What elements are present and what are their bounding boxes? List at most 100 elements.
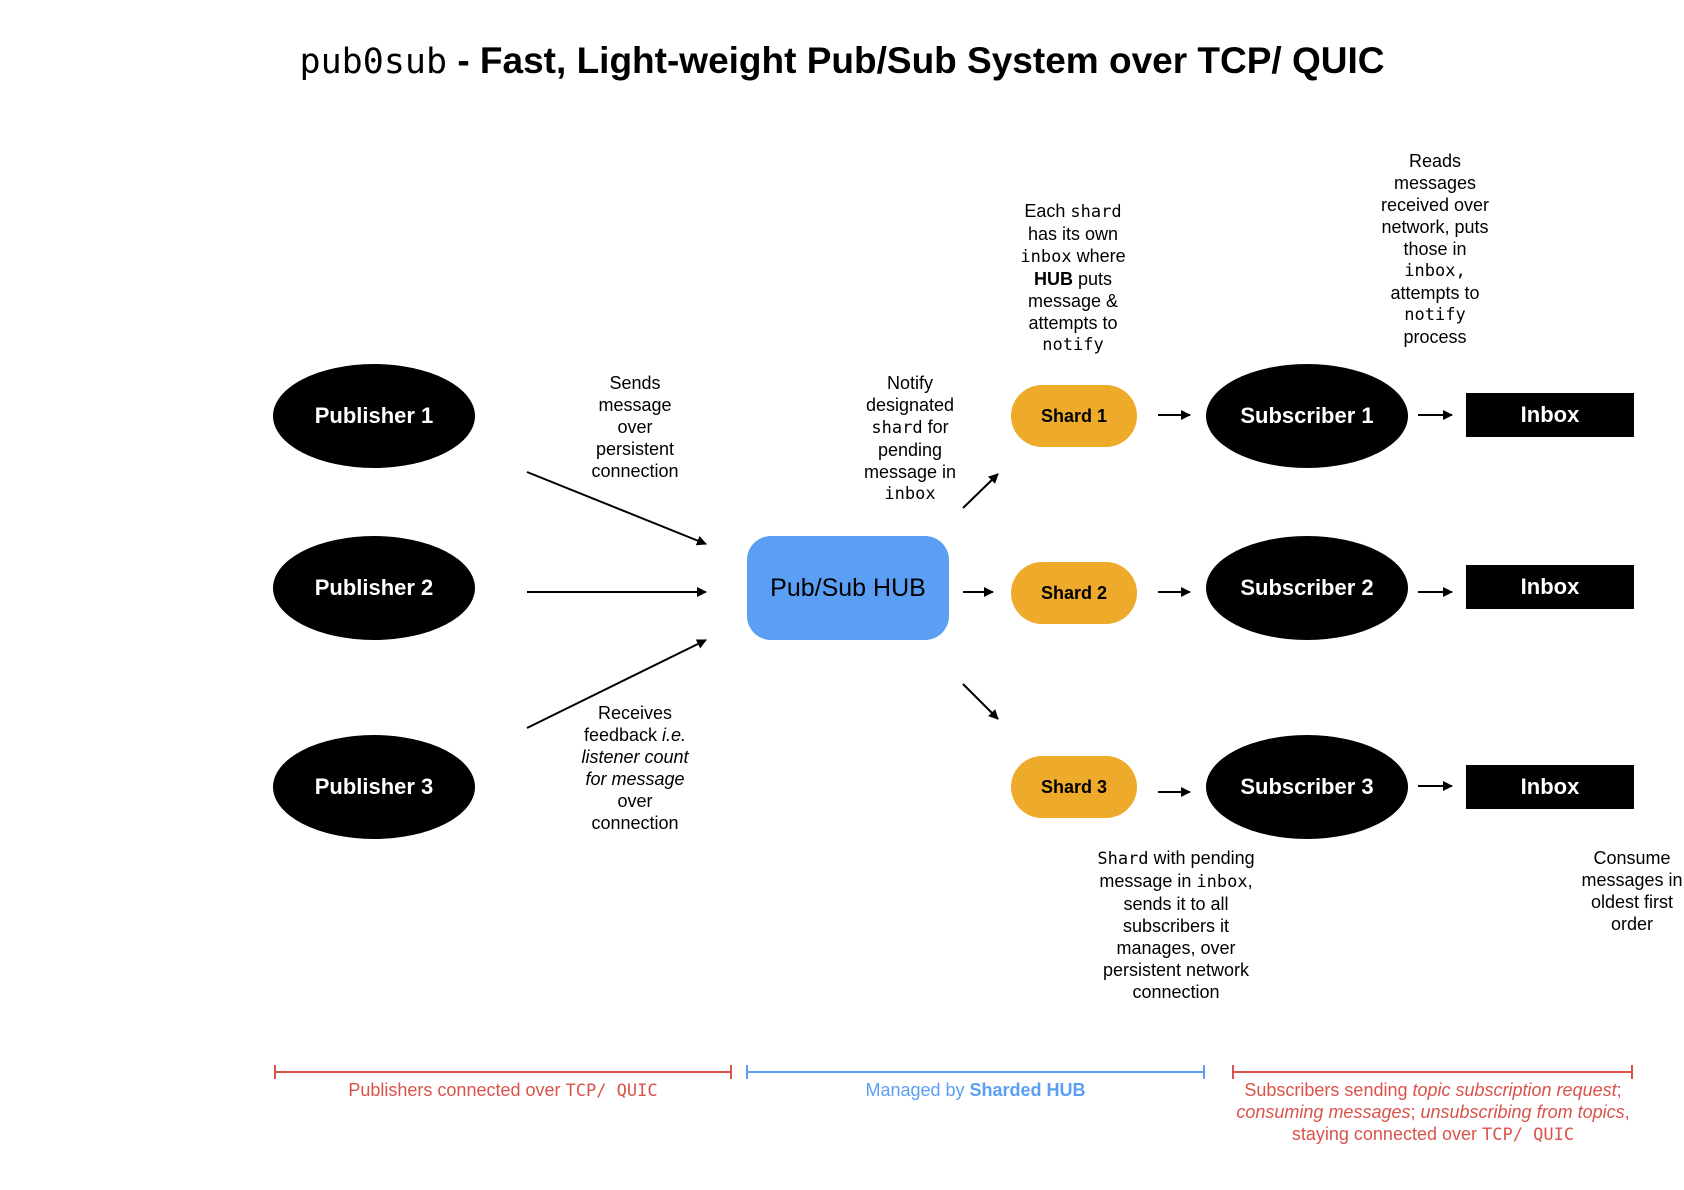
note-line: manages, over bbox=[1116, 938, 1236, 958]
note-line: has its own bbox=[1027, 224, 1119, 244]
note-line: Sends bbox=[609, 373, 661, 393]
caption-hub: Managed by Sharded HUB bbox=[747, 1079, 1204, 1101]
inbox-1-node: Inbox bbox=[1466, 393, 1634, 437]
note-mono: notify bbox=[1404, 305, 1466, 325]
caption-text: Publishers connected over bbox=[348, 1080, 566, 1100]
note-line: message & bbox=[1027, 291, 1119, 311]
note-line: shard for bbox=[840, 416, 980, 439]
title-text: - Fast, Light-weight Pub/Sub System over… bbox=[447, 40, 1385, 81]
note-text: puts bbox=[1072, 269, 1113, 289]
arrow-hub-shard3 bbox=[962, 683, 999, 720]
note-consume-messages: Consume messages in oldest first order bbox=[1572, 847, 1684, 935]
title-mono: pub0sub bbox=[299, 42, 448, 82]
caption-publishers: Publishers connected over TCP/ QUIC bbox=[275, 1079, 731, 1102]
publisher-1-node: Publisher 1 bbox=[273, 364, 475, 468]
shard-2-node: Shard 2 bbox=[1011, 562, 1137, 624]
arrow-pub1-hub bbox=[526, 471, 707, 546]
note-text-italic: i.e. bbox=[662, 725, 687, 745]
arrow-hub-shard1 bbox=[962, 473, 999, 509]
note-line: message in bbox=[863, 462, 957, 482]
caption-line: Subscribers sending topic subscription r… bbox=[1226, 1079, 1640, 1101]
note-text: message in bbox=[1099, 871, 1197, 891]
note-text: with pending bbox=[1148, 848, 1255, 868]
shard-1-node: Shard 1 bbox=[1011, 385, 1137, 447]
page-title: pub0sub - Fast, Light-weight Pub/Sub Sys… bbox=[0, 40, 1684, 82]
note-mono: inbox, bbox=[1404, 261, 1466, 281]
note-mono: inbox bbox=[1196, 872, 1248, 892]
note-line: Reads bbox=[1408, 151, 1462, 171]
caption-text: staying connected over bbox=[1291, 1124, 1482, 1144]
note-line: persistent bbox=[595, 439, 675, 459]
caption-text: Managed by bbox=[865, 1080, 970, 1100]
caption-italic: unsubscribing from topics bbox=[1420, 1102, 1625, 1122]
note-reads-messages: Reads messages received over network, pu… bbox=[1365, 150, 1505, 348]
caption-text: ; bbox=[1616, 1080, 1622, 1100]
note-line: received over bbox=[1380, 195, 1490, 215]
note-line: persistent network bbox=[1102, 960, 1250, 980]
note-line: attempts to bbox=[1028, 313, 1118, 333]
subscriber-1-node: Subscriber 1 bbox=[1206, 364, 1408, 468]
note-line: Receives bbox=[597, 703, 673, 723]
note-line: connection bbox=[591, 813, 679, 833]
note-line: those in bbox=[1403, 239, 1467, 259]
note-line: over bbox=[617, 791, 653, 811]
note-receives-feedback: Receives feedback i.e. listener count fo… bbox=[555, 702, 715, 834]
note-line: subscribers it bbox=[1122, 916, 1230, 936]
caption-line: staying connected over TCP/ QUIC bbox=[1226, 1123, 1640, 1146]
note-mono: inbox bbox=[1020, 247, 1072, 267]
note-line: Consume bbox=[1593, 848, 1671, 868]
note-text: where bbox=[1071, 246, 1126, 266]
note-line: Each shard bbox=[1003, 200, 1143, 223]
note-text-italic: for message bbox=[585, 769, 685, 789]
note-each-shard: Each shard has its own inbox where HUB p… bbox=[1003, 200, 1143, 356]
note-line: inbox where bbox=[1003, 245, 1143, 268]
caption-italic: consuming messages bbox=[1236, 1102, 1411, 1122]
arrow-pub3-hub bbox=[526, 639, 707, 729]
caption-text: ; bbox=[1410, 1102, 1421, 1122]
note-text-italic: listener count bbox=[581, 747, 689, 767]
note-mono: inbox bbox=[884, 484, 936, 504]
note-mono: shard bbox=[871, 418, 923, 438]
subscriber-2-node: Subscriber 2 bbox=[1206, 536, 1408, 640]
note-line: sends it to all bbox=[1123, 894, 1229, 914]
note-line: network, puts bbox=[1381, 217, 1489, 237]
pubsub-hub-node: Pub/Sub HUB bbox=[747, 536, 949, 640]
note-line: Shard with pending bbox=[1086, 847, 1266, 870]
note-line: HUB puts bbox=[1003, 268, 1143, 290]
note-text: Each bbox=[1024, 201, 1071, 221]
caption-mono: TCP/ QUIC bbox=[565, 1081, 658, 1101]
note-line: oldest first bbox=[1590, 892, 1674, 912]
note-mono: Shard bbox=[1097, 849, 1149, 869]
note-line: over bbox=[617, 417, 653, 437]
note-sends-message: Sends message over persistent connection bbox=[565, 372, 705, 482]
note-notify-shard: Notify designated shard for pending mess… bbox=[840, 372, 980, 505]
note-line: connection bbox=[1132, 982, 1220, 1002]
caption-text: Subscribers sending bbox=[1244, 1080, 1413, 1100]
hub-label: Pub/Sub HUB bbox=[770, 573, 926, 602]
note-line: message in inbox, bbox=[1086, 870, 1266, 893]
note-bold: HUB bbox=[1033, 269, 1073, 289]
note-text: , bbox=[1247, 871, 1253, 891]
caption-line: consuming messages; unsubscribing from t… bbox=[1226, 1101, 1640, 1123]
caption-text: , bbox=[1624, 1102, 1630, 1122]
note-line: message bbox=[598, 395, 672, 415]
note-line: process bbox=[1403, 327, 1467, 347]
note-line: connection bbox=[591, 461, 679, 481]
caption-subscribers: Subscribers sending topic subscription r… bbox=[1226, 1079, 1640, 1146]
publisher-2-node: Publisher 2 bbox=[273, 536, 475, 640]
note-line: order bbox=[1610, 914, 1654, 934]
caption-mono: TCP/ QUIC bbox=[1482, 1125, 1575, 1145]
inbox-3-node: Inbox bbox=[1466, 765, 1634, 809]
note-text: feedback bbox=[583, 725, 663, 745]
inbox-2-node: Inbox bbox=[1466, 565, 1634, 609]
caption-bold: Sharded HUB bbox=[969, 1080, 1086, 1100]
note-mono: notify bbox=[1042, 335, 1104, 355]
shard-3-node: Shard 3 bbox=[1011, 756, 1137, 818]
note-line: messages bbox=[1393, 173, 1477, 193]
note-line: pending bbox=[877, 440, 943, 460]
note-line: messages in bbox=[1581, 870, 1683, 890]
note-line: feedback i.e. bbox=[555, 724, 715, 746]
note-line: designated bbox=[865, 395, 955, 415]
subscriber-3-node: Subscriber 3 bbox=[1206, 735, 1408, 839]
